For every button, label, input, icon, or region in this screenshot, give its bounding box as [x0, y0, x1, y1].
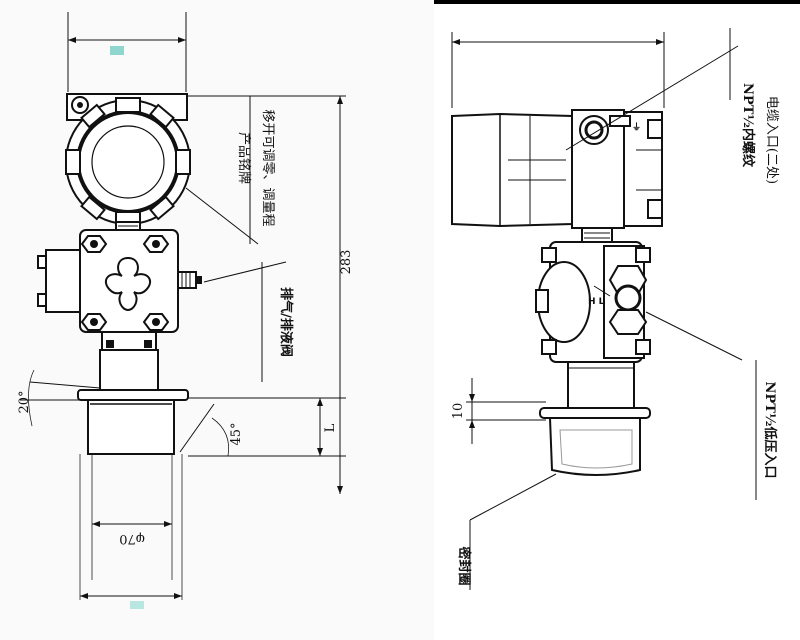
- dim-283: 283: [339, 250, 354, 275]
- faded-mark: [110, 46, 124, 55]
- dim-phi70: φ70: [119, 531, 145, 546]
- dim-45-degree: 45°: [229, 422, 244, 445]
- left-front-view: φ70 20° 45° 283 L 产品铭牌 移开可调零、: [17, 12, 354, 609]
- dim-20-degree: 20°: [17, 390, 32, 413]
- label-low-pressure-inlet: NPT½低压入口: [762, 382, 778, 479]
- label-cable-entry: 电缆入口(二处): [764, 96, 780, 184]
- low-pressure-port: [614, 284, 642, 312]
- label-zero-span: 移开可调零、调量程: [260, 109, 275, 226]
- hl-marking: H L: [588, 297, 605, 307]
- process-flange-side: [539, 407, 651, 419]
- label-cable-thread: NPT½内螺纹: [740, 83, 756, 168]
- process-flange: [77, 389, 189, 401]
- housing-cover-side: [451, 112, 573, 228]
- vent-valve: [177, 271, 197, 289]
- label-nameplate: 产品铭牌: [236, 132, 252, 184]
- label-vent-valve: 排气/排液阀: [278, 287, 294, 357]
- ground-symbol: ⏚: [632, 122, 641, 133]
- faded-mark-bottom: [130, 601, 144, 609]
- flange-left: [45, 249, 81, 313]
- flange-bolts: [80, 235, 170, 331]
- right-side-view: ⏚ H L 10: [451, 28, 780, 590]
- capsule-window: [104, 256, 152, 312]
- label-gasket: 密封圈: [456, 545, 472, 585]
- dim-L: L: [323, 423, 338, 432]
- dim-10: 10: [451, 403, 466, 420]
